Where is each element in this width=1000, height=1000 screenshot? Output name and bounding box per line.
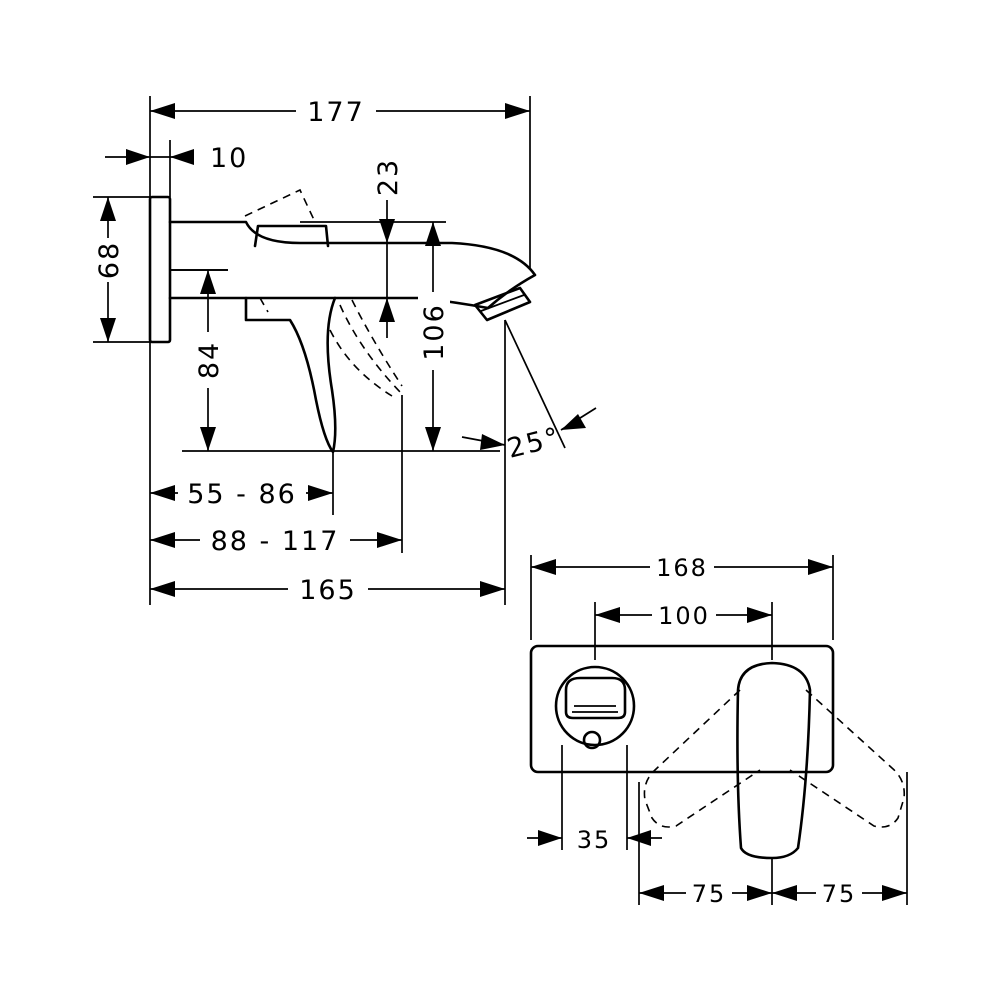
lever-alt-right [789,689,906,828]
dim-plate-height: 68 [94,241,125,279]
dim-wall-plate-thickness: 10 [210,143,248,174]
dim-spout-thickness: 23 [373,158,404,196]
dim-plate-width: 168 [656,554,708,582]
aerator-nozzle [473,286,532,322]
front-view: 168 100 35 75 75 [527,550,908,909]
lever-handle [244,296,337,454]
dim-spray-angle: 25° [504,422,564,465]
lever-alt-position [244,188,316,223]
lever-front [736,661,812,860]
dim-spout-projection: 165 [299,575,357,606]
spout-body [168,220,537,310]
cover-plate [529,644,835,774]
dim-center-height: 84 [194,341,225,379]
dim-lever-right-swing: 75 [822,880,857,908]
dim-spout-height: 106 [419,303,450,361]
dim-aerator-offset: 35 [577,826,612,854]
aerator-icon [582,730,602,750]
dim-overall-length: 177 [307,97,365,128]
spout-outlet [554,665,636,747]
dim-lever-left-swing: 75 [692,880,727,908]
side-view: 177 10 68 23 106 84 25° [92,92,597,607]
wall-plate [148,195,172,344]
dim-center-distance: 100 [658,602,710,630]
dim-lever-swing: 88 - 117 [211,526,340,557]
lever-alt-left [643,689,761,828]
lever-knob [253,224,330,248]
dim-lever-reach: 55 - 86 [187,479,297,510]
